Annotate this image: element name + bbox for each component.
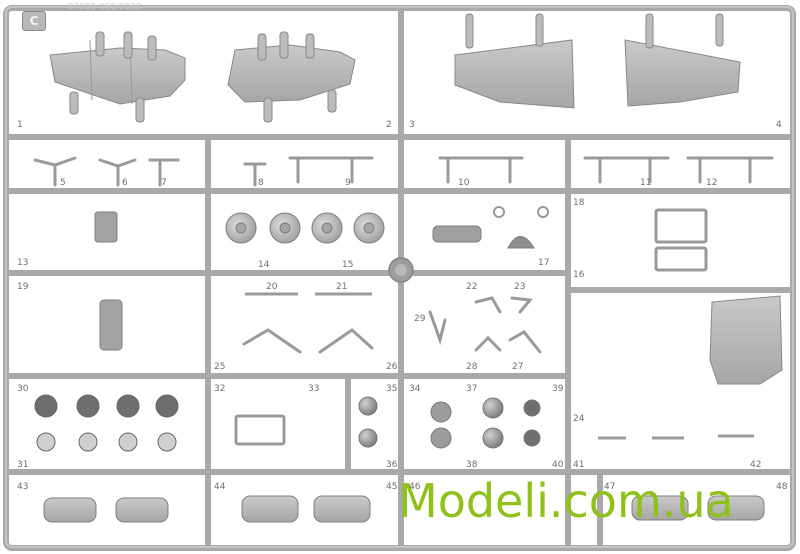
nacelle-part-2 <box>227 31 356 123</box>
part-number-44: 44 <box>214 482 226 492</box>
seat-back-part <box>94 211 123 351</box>
frame-part-16 <box>654 208 708 272</box>
part-number-4: 4 <box>776 120 782 130</box>
part-number-10: 10 <box>458 178 470 188</box>
part-number-2: 2 <box>386 120 392 130</box>
sprue-letter-tag: C <box>22 11 46 31</box>
drop-tank-parts <box>43 495 765 523</box>
part-number-46: 46 <box>409 482 421 492</box>
round-parts <box>358 396 541 449</box>
part-number-13: 13 <box>17 258 29 268</box>
part-number-33: 33 <box>308 384 320 394</box>
part-number-12: 12 <box>706 178 718 188</box>
part-number-25: 25 <box>214 362 226 372</box>
part-number-29: 29 <box>414 314 426 324</box>
part-number-17: 17 <box>538 258 550 268</box>
part-number-31: 31 <box>17 460 29 470</box>
part-number-24: 24 <box>573 414 585 424</box>
part-number-26: 26 <box>386 362 398 372</box>
engine-cylinder-parts <box>34 394 179 452</box>
part-number-28: 28 <box>466 362 478 372</box>
part-number-14: 14 <box>258 260 270 270</box>
wing-panel-3 <box>454 13 575 109</box>
part-number-32: 32 <box>214 384 226 394</box>
part-number-40: 40 <box>552 460 564 470</box>
part-number-19: 19 <box>17 282 29 292</box>
part-number-30: 30 <box>17 384 29 394</box>
part-number-38: 38 <box>466 460 478 470</box>
part-number-43: 43 <box>17 482 29 492</box>
part-number-21: 21 <box>336 282 348 292</box>
part-number-6: 6 <box>122 178 128 188</box>
part-number-36: 36 <box>386 460 398 470</box>
part-number-35: 35 <box>386 384 398 394</box>
part-number-27: 27 <box>512 362 524 372</box>
small-linkage-parts <box>33 156 774 187</box>
part-number-18: 18 <box>573 198 585 208</box>
part-number-23: 23 <box>514 282 526 292</box>
part-number-9: 9 <box>345 178 351 188</box>
frame-part-32 <box>234 414 286 446</box>
wheel-parts <box>225 212 385 244</box>
sprue-code-label: 87220-060/2038 <box>68 2 142 11</box>
sprue-frame-highlight <box>5 6 794 548</box>
part-number-8: 8 <box>258 178 264 188</box>
sprue-gate-disc <box>388 257 414 283</box>
part-number-48: 48 <box>776 482 788 492</box>
part-number-20: 20 <box>266 282 278 292</box>
part-number-45: 45 <box>386 482 398 492</box>
wing-panel-4 <box>624 13 741 107</box>
part-number-3: 3 <box>409 120 415 130</box>
part-number-39: 39 <box>552 384 564 394</box>
part-number-47: 47 <box>604 482 616 492</box>
part-number-1: 1 <box>17 120 23 130</box>
part-number-11: 11 <box>640 178 652 188</box>
part-number-7: 7 <box>161 178 167 188</box>
part-number-41: 41 <box>573 460 585 470</box>
part-number-5: 5 <box>60 178 66 188</box>
cowling-part-21 <box>709 295 783 385</box>
watermark-text: Modeli.com.ua <box>398 474 734 528</box>
part-number-16: 16 <box>573 270 585 280</box>
part-number-42: 42 <box>750 460 762 470</box>
bracket-parts-41 <box>598 434 754 440</box>
nacelle-part-1 <box>49 31 186 123</box>
part-number-15: 15 <box>342 260 354 270</box>
bracket-part-14 <box>432 206 549 249</box>
part-number-34: 34 <box>409 384 421 394</box>
part-number-22: 22 <box>466 282 478 292</box>
part-number-37: 37 <box>466 384 478 394</box>
strut-parts <box>242 296 542 354</box>
